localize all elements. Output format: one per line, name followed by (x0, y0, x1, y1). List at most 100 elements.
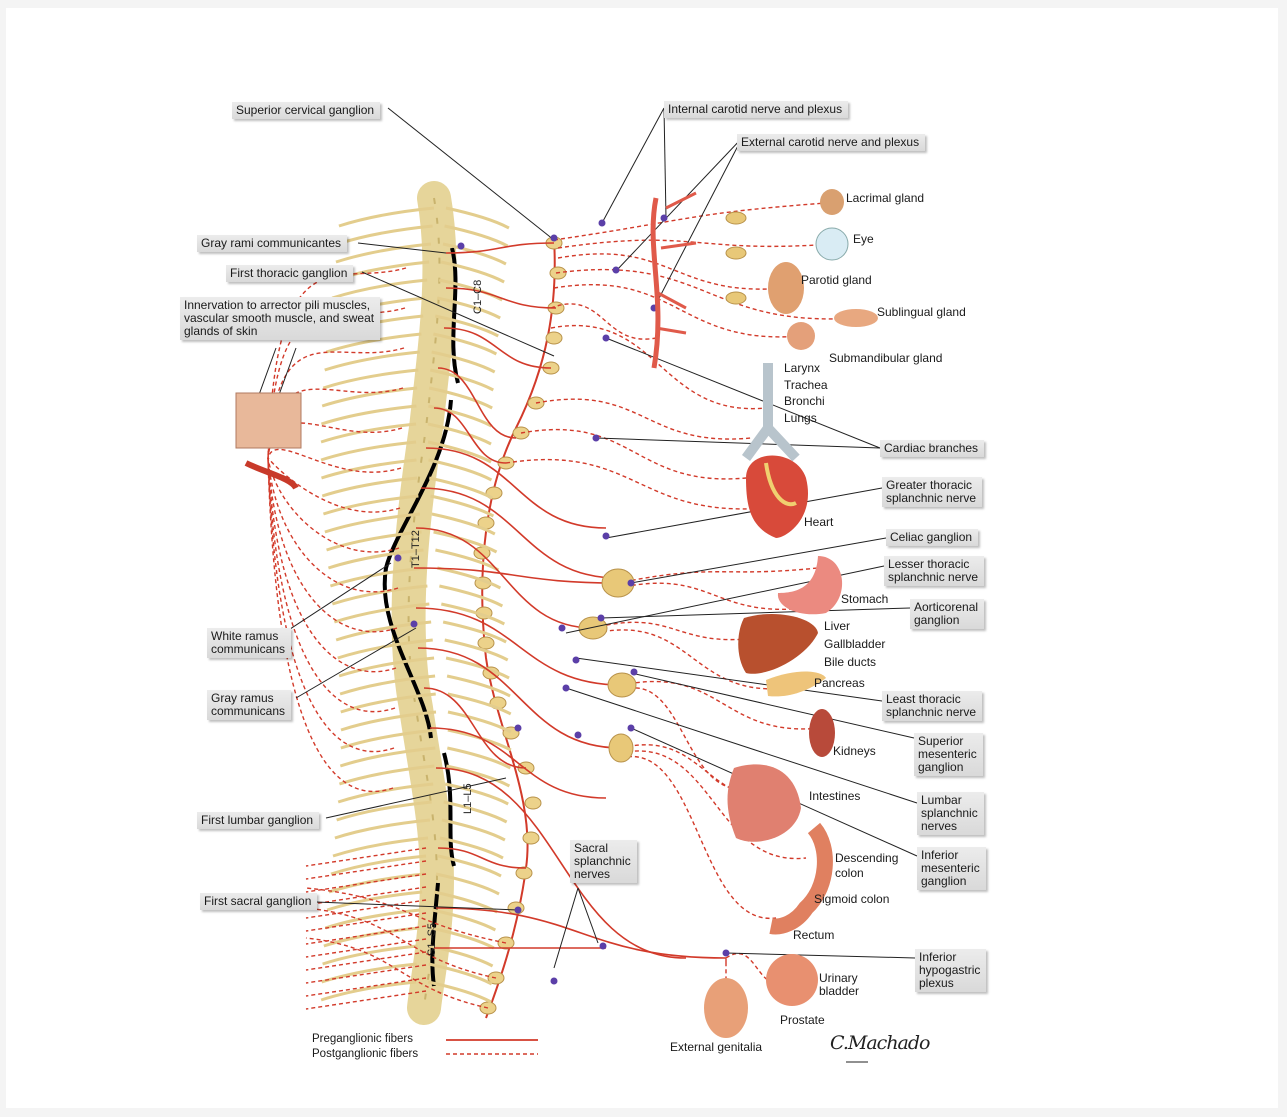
ganglion-dot (458, 243, 465, 250)
ganglion-dot (515, 907, 522, 914)
ganglion-dot (515, 725, 522, 732)
organ-lacrimal-gland: Lacrimal gland (846, 192, 924, 205)
skin-block-illustration (236, 393, 301, 448)
external-genitalia-illustration (704, 978, 748, 1038)
lacrimal-gland-illustration (820, 189, 844, 215)
legend-preganglionic-label: Preganglionic fibers (312, 1033, 413, 1045)
spinal-root (448, 730, 511, 750)
label-innervation-skin: Innervation to arrector pili muscles, va… (180, 297, 380, 340)
leader-line (606, 488, 882, 538)
label-inferior-mesenteric-ganglion: Inferior mesenteric ganglion (917, 847, 986, 890)
descending-colon-illustration (771, 828, 825, 926)
label-celiac-ganglion: Celiac ganglion (886, 529, 978, 546)
spinal-root (441, 604, 504, 624)
organ-liver-gallbladder-bile-ducts: Liver Gallbladder Bile ducts (824, 617, 885, 671)
label-superior-cervical-ganglion: Superior cervical ganglion (232, 102, 380, 119)
leader-line (664, 108, 666, 218)
chain-ganglion (516, 867, 532, 879)
postganglionic-fiber (551, 304, 656, 339)
leader-line (616, 138, 742, 271)
segment-label-lumbar: L1–L5 (462, 783, 474, 814)
organ-eye: Eye (853, 233, 874, 246)
eye-illustration (816, 228, 848, 260)
leader-line (631, 538, 886, 583)
ganglion-dot (628, 580, 635, 587)
preganglionic-fiber (426, 448, 606, 528)
label-aorticorenal-ganglion: Aorticorenal ganglion (910, 599, 984, 629)
ganglion-dot (563, 685, 570, 692)
label-superior-mesenteric-ganglion: Superior mesenteric ganglion (914, 733, 983, 776)
spinal-root (443, 622, 506, 642)
segment-label-thoracic: T1–T12 (410, 530, 422, 568)
postganglionic-fiber (618, 568, 818, 583)
label-first-lumbar-ganglion: First lumbar ganglion (197, 812, 319, 829)
postganglionic-fiber (268, 458, 393, 791)
organ-rectum: Rectum (793, 929, 834, 942)
spinal-root (446, 208, 509, 228)
leader-line (554, 888, 578, 968)
spinal-root (446, 658, 509, 678)
chain-ganglion (525, 797, 541, 809)
label-first-sacral-ganglion: First sacral ganglion (200, 893, 317, 910)
spinal-root (445, 640, 508, 660)
chain-ganglion (546, 332, 562, 344)
organ-prostate: Prostate (780, 1014, 825, 1027)
leader-line (596, 438, 880, 448)
preganglionic-fiber (436, 908, 726, 958)
preganglionic-fiber (416, 528, 593, 628)
intestines-illustration (728, 764, 802, 841)
label-greater-thoracic-splanchnic: Greater thoracic splanchnic nerve (882, 477, 982, 507)
spinal-root (429, 478, 492, 498)
ganglion-dot (603, 533, 610, 540)
organ-parotid-gland: Parotid gland (801, 274, 872, 287)
postganglionic-fiber (618, 583, 806, 609)
leader-line (388, 108, 554, 240)
ganglion-dot (603, 335, 610, 342)
parotid-gland-illustration (768, 262, 804, 314)
label-lumbar-splanchnic-nerves: Lumbar splanchnic nerves (917, 792, 984, 835)
chain-ganglion (478, 637, 494, 649)
label-inferior-hypogastric-plexus: Inferior hypogastric plexus (915, 949, 986, 992)
leader-line (726, 953, 915, 958)
diagram-canvas: Superior cervical ganglion Gray rami com… (6, 8, 1278, 1108)
organ-sigmoid-colon: Sigmoid colon (814, 893, 889, 906)
spinal-column (409, 198, 440, 1008)
ganglion-dot (551, 235, 558, 242)
spinal-root (430, 496, 493, 516)
spinal-root (336, 244, 431, 262)
ganglion-dot (575, 732, 582, 739)
label-lesser-thoracic-splanchnic: Lesser thoracic splanchnic nerve (884, 556, 984, 586)
label-cardiac-branches: Cardiac branches (880, 440, 984, 457)
ganglion-dot (593, 435, 600, 442)
ganglion-dot (559, 625, 566, 632)
organ-submandibular-gland: Submandibular gland (829, 352, 942, 365)
label-least-thoracic-splanchnic: Least thoracic splanchnic nerve (882, 691, 982, 721)
postganglionic-fiber (558, 254, 786, 289)
spinal-root (323, 370, 418, 388)
postganglionic-fiber (622, 688, 746, 789)
organ-airways: Larynx Trachea Bronchi Lungs (784, 360, 828, 426)
spinal-root (447, 676, 510, 696)
ganglion-dot (661, 215, 668, 222)
spinal-root (335, 820, 430, 838)
label-white-ramus-communicans: White ramus communicans (207, 628, 291, 658)
ganglion-dot (600, 943, 607, 950)
sympathetic-nervous-system-illustration (6, 8, 1278, 1108)
submandibular-gland-illustration (787, 322, 815, 350)
spinal-root (439, 586, 502, 606)
postganglionic-fiber (593, 622, 756, 639)
ganglion-dot (599, 220, 606, 227)
organ-stomach: Stomach (841, 593, 888, 606)
organ-heart: Heart (804, 516, 833, 529)
stomach-illustration (778, 556, 842, 614)
segment-label-sacral: S1–S5 (426, 923, 438, 956)
postganglionic-fiber (506, 460, 766, 509)
spinal-root (332, 280, 427, 298)
spinal-root (321, 442, 416, 460)
leader-line (654, 138, 742, 308)
spinal-root (444, 802, 507, 822)
spinal-root (428, 460, 491, 480)
label-external-carotid: External carotid nerve and plexus (737, 134, 925, 151)
ganglion-dot (395, 555, 402, 562)
ganglion-dot (411, 621, 418, 628)
